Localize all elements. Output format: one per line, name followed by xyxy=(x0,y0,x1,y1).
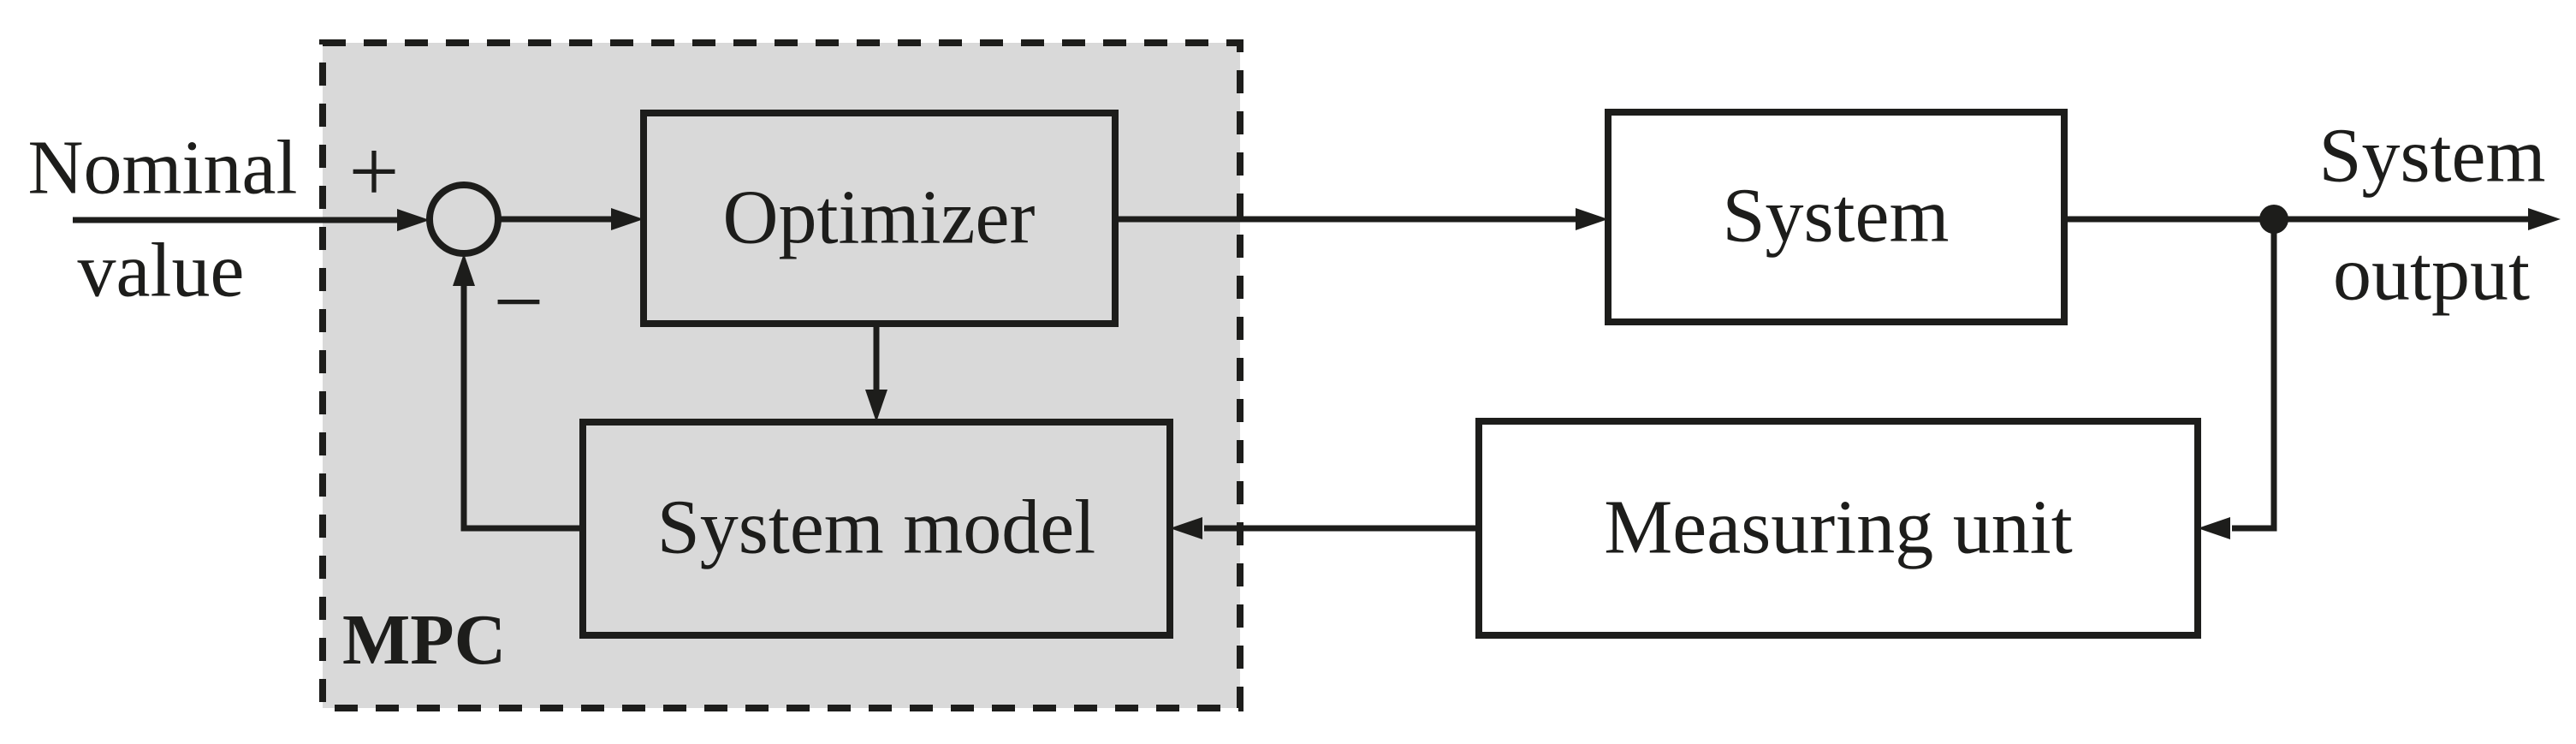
arrowhead-into-optimizer xyxy=(611,208,644,230)
arrowhead-into-system xyxy=(1576,208,1608,230)
feedback-tap-wire xyxy=(2232,219,2277,532)
system-block xyxy=(1605,109,2068,325)
input-label-line2: value xyxy=(78,229,245,313)
arrowhead-output xyxy=(2528,208,2561,230)
model-feedback-wire xyxy=(460,286,583,532)
measuring-unit-label: Measuring unit xyxy=(1604,485,2072,570)
system-label: System xyxy=(1722,174,1949,259)
arrowhead-up-into-summing-junction xyxy=(453,253,475,286)
input-label-line1: Nominal xyxy=(28,126,298,211)
output-label-line1: System xyxy=(2318,114,2545,199)
arrowhead-into-measuring-unit xyxy=(2198,517,2230,539)
system-model-label: System model xyxy=(657,485,1096,570)
arrowhead-into-system-model xyxy=(1170,517,1202,539)
optimizer-label: Optimizer xyxy=(723,176,1036,260)
mpc-dashed-region xyxy=(319,39,1243,711)
output-label-line2: output xyxy=(2333,232,2530,317)
minus-sign: − xyxy=(493,252,543,352)
plus-sign: + xyxy=(348,122,399,222)
mpc-region-label: MPC xyxy=(342,600,506,680)
arrowhead-into-summing-junction xyxy=(397,209,430,231)
arrowhead-down-into-system-model xyxy=(865,390,887,422)
